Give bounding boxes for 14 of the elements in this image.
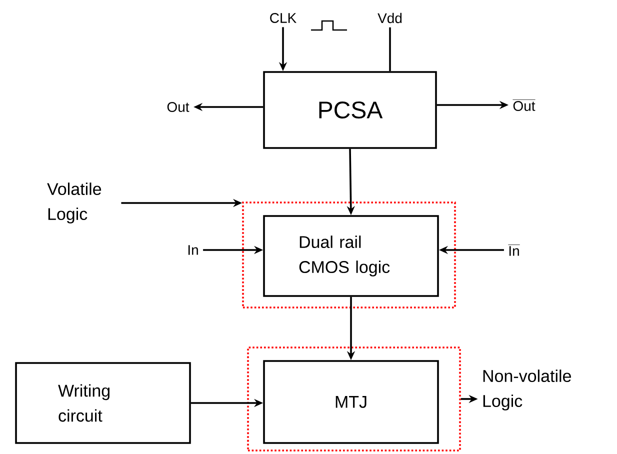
process-box: PCSA	[263, 71, 437, 149]
signal-label: CLK	[270, 13, 296, 23]
process-box: Dual rail CMOS logic	[263, 215, 439, 297]
signal-label: Out	[512, 99, 536, 111]
process-box: MTJ	[263, 360, 439, 444]
signal-label: Out	[167, 102, 190, 112]
signal-label: Vdd	[378, 12, 402, 24]
process-box: Writing circuit	[15, 362, 191, 444]
output-label: Non-volatile Logic	[483, 370, 571, 410]
signal-label: In	[508, 244, 520, 256]
input-label: Volatile Logic	[47, 182, 102, 224]
dotted-region	[242, 202, 456, 308]
signal-label: In	[188, 245, 198, 255]
dotted-region	[247, 346, 461, 452]
